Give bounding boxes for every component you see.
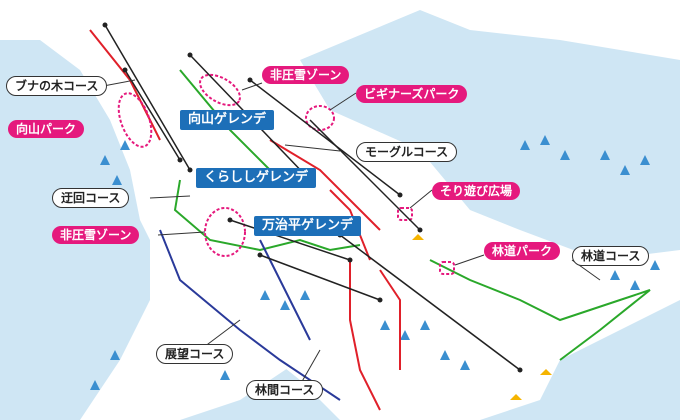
lodge-icons bbox=[412, 234, 552, 400]
label-rindo-course[interactable]: 林道コース bbox=[572, 246, 650, 266]
label-hiatsusetsu-zone-top[interactable]: 非圧雪ゾーン bbox=[262, 66, 350, 84]
label-mukaiyama-park[interactable]: 向山パーク bbox=[8, 120, 85, 138]
label-rinkan-course[interactable]: 林間コース bbox=[246, 380, 324, 400]
ski-slope-lower-left bbox=[80, 220, 330, 420]
label-tenbo-course[interactable]: 展望コース bbox=[156, 344, 234, 364]
green-courses bbox=[173, 69, 651, 361]
red-courses bbox=[89, 29, 401, 411]
label-ukai-course[interactable]: 迂回コース bbox=[52, 188, 130, 208]
label-kurashishi-gelande[interactable]: くらししゲレンデ bbox=[196, 168, 317, 188]
label-beginners-park[interactable]: ビギナーズパーク bbox=[356, 85, 468, 103]
label-buna-course[interactable]: ブナの木コース bbox=[6, 76, 108, 96]
lift-lines bbox=[104, 24, 521, 371]
label-sori-asobi-hiroba[interactable]: そり遊び広場 bbox=[432, 182, 521, 200]
label-mogul-course[interactable]: モーグルコース bbox=[356, 142, 458, 162]
ski-slope-right bbox=[420, 250, 640, 340]
leader-lines bbox=[97, 79, 601, 386]
blue-courses bbox=[159, 229, 341, 401]
label-rindo-park[interactable]: 林道パーク bbox=[484, 242, 561, 260]
label-hiatsusetsu-zone-left[interactable]: 非圧雪ゾーン bbox=[52, 226, 140, 244]
label-mukaiyama-gelande[interactable]: 向山ゲレンデ bbox=[180, 110, 275, 130]
label-manjidaira-gelande[interactable]: 万治平ゲレンデ bbox=[254, 216, 362, 236]
